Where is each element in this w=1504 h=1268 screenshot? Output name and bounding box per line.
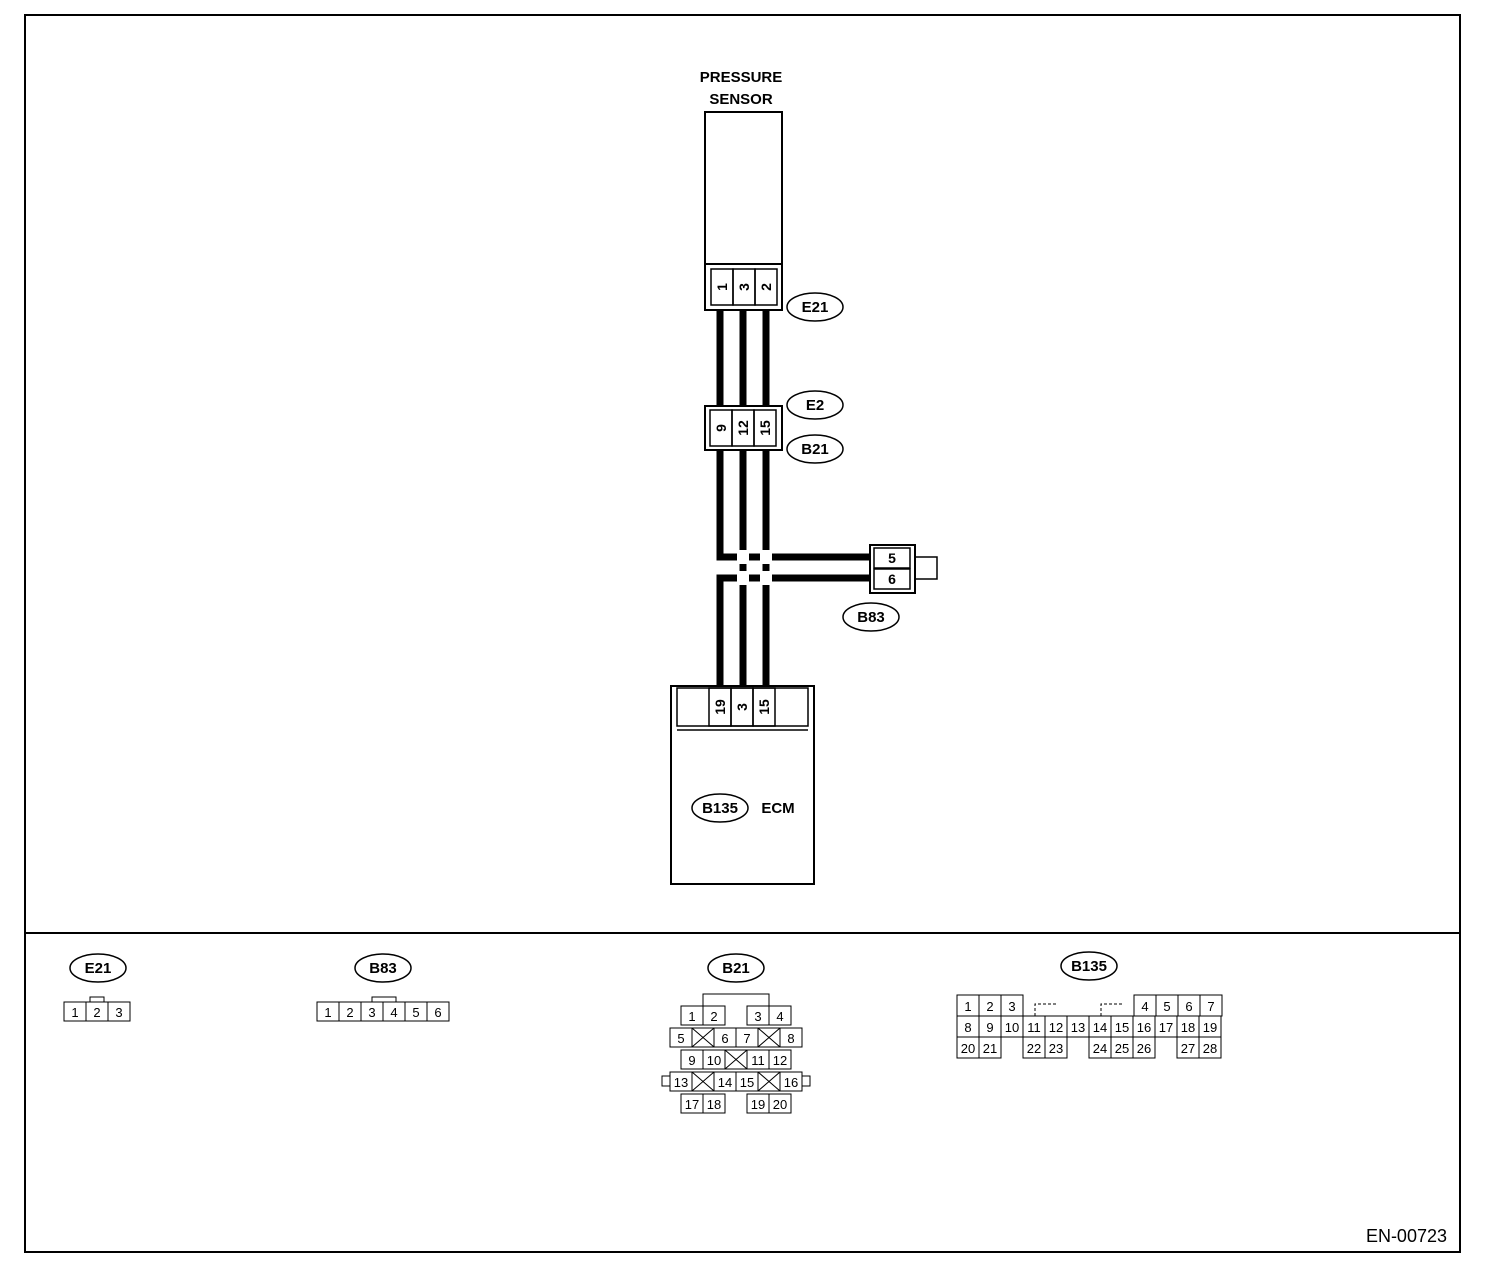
view-e21-pin: 2 xyxy=(93,1005,100,1020)
connector-view-b21: B21 1 2 3 4 5 6 7 8 9 10 11 12 xyxy=(661,953,811,1114)
e21-pin: 3 xyxy=(736,283,752,291)
e2-b21-pin: 15 xyxy=(757,420,773,436)
view-b83-pin: 5 xyxy=(412,1005,419,1020)
view-b21-pin: 7 xyxy=(743,1031,750,1046)
e2-b21-pin: 9 xyxy=(713,424,729,432)
view-b135-pin: 25 xyxy=(1115,1041,1129,1056)
view-b21-pin: 4 xyxy=(776,1009,783,1024)
view-b21-pin: 16 xyxy=(784,1075,798,1090)
view-b135-pin: 13 xyxy=(1071,1020,1085,1035)
view-e21-pin: 1 xyxy=(71,1005,78,1020)
view-b135-pin: 11 xyxy=(1027,1020,1041,1035)
view-b21-tag: B21 xyxy=(722,960,750,977)
view-b21-pin: 9 xyxy=(688,1053,695,1068)
view-b135-pin: 26 xyxy=(1137,1041,1151,1056)
ecm-label: ECM xyxy=(761,800,794,817)
view-b21-pin: 13 xyxy=(674,1075,688,1090)
connector-view-b135: B135 1 2 3 4 5 6 7 8 9 10 11 12 xyxy=(956,951,1223,1059)
sensor-label-line1: PRESSURE xyxy=(700,69,783,86)
view-e21-tag: E21 xyxy=(85,960,112,977)
document-code: EN-00723 xyxy=(1366,1226,1447,1246)
view-b135-pin: 10 xyxy=(1005,1020,1019,1035)
ecm-pin: 3 xyxy=(734,703,750,711)
e21-pin: 1 xyxy=(714,283,730,291)
view-b135-pin: 8 xyxy=(964,1020,971,1035)
view-b135-pin: 18 xyxy=(1181,1020,1195,1035)
connector-b83: 5 6 B83 xyxy=(842,544,938,632)
view-b83-pin: 4 xyxy=(390,1005,397,1020)
view-b135-pin: 3 xyxy=(1008,999,1015,1014)
view-b135-pin: 5 xyxy=(1163,999,1170,1014)
view-b135-pin: 2 xyxy=(986,999,993,1014)
view-b21-pin: 17 xyxy=(685,1097,699,1112)
view-b21-pin: 5 xyxy=(677,1031,684,1046)
view-b83-pin: 3 xyxy=(368,1005,375,1020)
view-b21-pin: 3 xyxy=(754,1009,761,1024)
ecm-pin: 15 xyxy=(756,699,772,715)
connector-e21: 1 3 2 E21 xyxy=(704,263,844,322)
view-b21-pin: 15 xyxy=(740,1075,754,1090)
view-b21-pin: 11 xyxy=(751,1053,765,1068)
e21-tag: E21 xyxy=(802,299,829,316)
sensor-label-line2: SENSOR xyxy=(709,91,773,108)
b83-pin: 6 xyxy=(888,571,896,587)
view-b135-pin: 1 xyxy=(964,999,971,1014)
e21-pin: 2 xyxy=(758,283,774,291)
wires-upper xyxy=(716,310,770,406)
view-b135-pin: 19 xyxy=(1203,1020,1217,1035)
e2-tag: E2 xyxy=(806,397,824,414)
view-b135-pin: 22 xyxy=(1027,1041,1041,1056)
view-b135-pin: 27 xyxy=(1181,1041,1195,1056)
view-b135-pin: 12 xyxy=(1049,1020,1063,1035)
connector-view-e21: E21 1 2 3 xyxy=(63,953,131,1022)
view-b83-pin: 2 xyxy=(346,1005,353,1020)
b21-tag: B21 xyxy=(801,441,829,458)
view-b135-tag: B135 xyxy=(1071,958,1107,975)
view-e21-pin: 3 xyxy=(115,1005,122,1020)
view-b21-pin: 20 xyxy=(773,1097,787,1112)
view-b21-pin: 8 xyxy=(787,1031,794,1046)
view-b135-pin: 14 xyxy=(1093,1020,1107,1035)
view-b135-pin: 20 xyxy=(961,1041,975,1056)
view-b135-pin: 21 xyxy=(983,1041,997,1056)
view-b135-pin: 4 xyxy=(1141,999,1148,1014)
view-b21-pin: 18 xyxy=(707,1097,721,1112)
connector-view-b83: B83 1 2 3 4 5 6 xyxy=(316,953,450,1022)
view-b135-pin: 7 xyxy=(1207,999,1214,1014)
view-b83-tag: B83 xyxy=(369,960,397,977)
view-b21-pin: 2 xyxy=(710,1009,717,1024)
view-b21-pin: 6 xyxy=(721,1031,728,1046)
view-b21-pin: 12 xyxy=(773,1053,787,1068)
ecm-unit: 19 3 15 B135 ECM xyxy=(670,685,815,885)
b83-pin: 5 xyxy=(888,550,896,566)
wire-crossing-gaps xyxy=(737,551,772,584)
view-b21-pin: 1 xyxy=(688,1009,695,1024)
wires-lower xyxy=(716,450,870,686)
view-b135-pin: 6 xyxy=(1185,999,1192,1014)
view-b21-pin: 19 xyxy=(751,1097,765,1112)
view-b135-pin: 23 xyxy=(1049,1041,1063,1056)
view-b21-pin: 10 xyxy=(707,1053,721,1068)
view-b21-pin: 14 xyxy=(718,1075,732,1090)
view-b135-pin: 15 xyxy=(1115,1020,1129,1035)
connector-e2-b21: 9 12 15 E2 B21 xyxy=(704,390,844,464)
view-b135-pin: 28 xyxy=(1203,1041,1217,1056)
pressure-sensor: PRESSURE SENSOR xyxy=(700,69,783,265)
b135-tag: B135 xyxy=(702,800,738,817)
b83-tag: B83 xyxy=(857,609,885,626)
e2-b21-pin: 12 xyxy=(735,420,751,436)
view-b135-pin: 9 xyxy=(986,1020,993,1035)
view-b135-pin: 17 xyxy=(1159,1020,1173,1035)
view-b135-pin: 16 xyxy=(1137,1020,1151,1035)
view-b83-pin: 1 xyxy=(324,1005,331,1020)
view-b83-pin: 6 xyxy=(434,1005,441,1020)
view-b135-pin: 24 xyxy=(1093,1041,1107,1056)
diagram-frame xyxy=(24,14,1461,1253)
ecm-pin: 19 xyxy=(712,699,728,715)
